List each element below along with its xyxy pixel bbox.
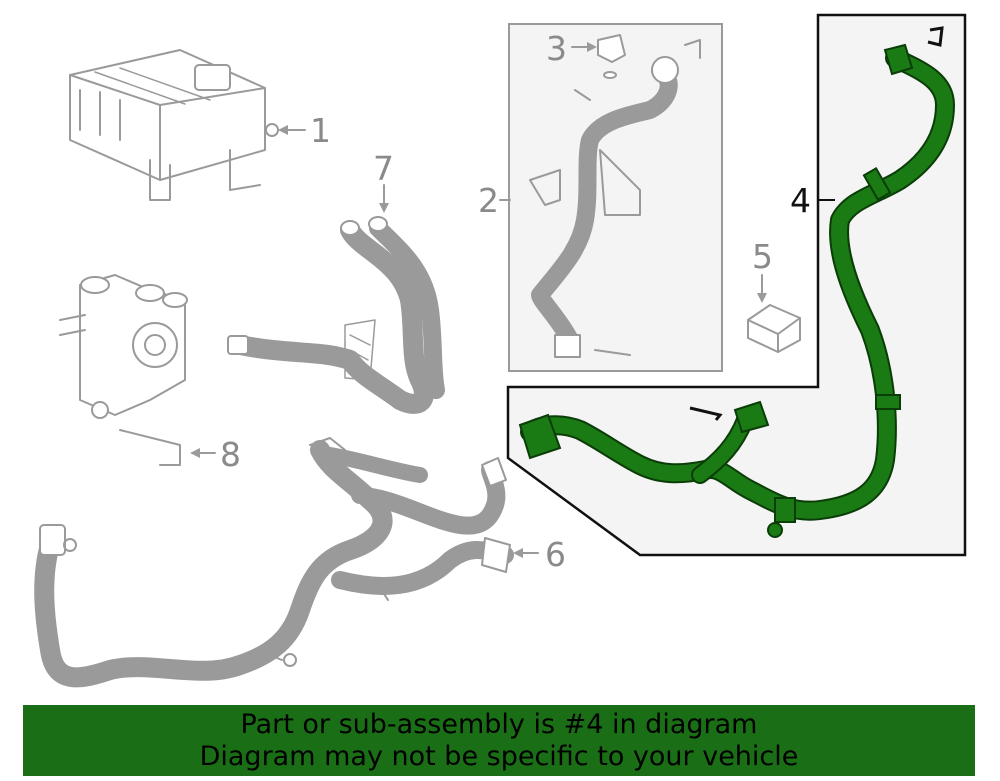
part-6-hose[interactable] (34, 437, 514, 688)
part-4-clip (689, 406, 723, 421)
part-4-grommet (767, 522, 783, 538)
part-3-clip[interactable] (597, 34, 626, 79)
part-4-end-fitting-left (518, 413, 562, 460)
part-5-bracket[interactable] (747, 304, 801, 353)
info-banner: Part or sub-assembly is #4 in diagram Di… (23, 705, 975, 776)
callout-1-arrow (278, 125, 288, 135)
callout-3-arrow (587, 42, 597, 52)
callout-8[interactable]: 8 (220, 435, 241, 474)
callout-5-arrow (757, 293, 767, 303)
callout-2[interactable]: 2 (478, 181, 499, 220)
callout-5[interactable]: 5 (752, 237, 773, 276)
callout-4[interactable]: 4 (790, 181, 811, 220)
part-2-hose[interactable] (529, 39, 701, 358)
part-2-panel (508, 23, 723, 372)
callout-6-arrow (513, 548, 523, 558)
callout-7-arrow (379, 203, 389, 213)
callout-6[interactable]: 6 (545, 535, 566, 574)
callout-7[interactable]: 7 (373, 149, 394, 188)
part-4-clamp (862, 167, 892, 201)
callout-3[interactable]: 3 (546, 29, 567, 68)
callout-1[interactable]: 1 (310, 111, 331, 150)
part-4-clamp (774, 497, 796, 523)
part-4-panel (506, 13, 967, 557)
part-4-end-fitting-branch (733, 400, 770, 434)
part-7-hose[interactable] (227, 216, 445, 414)
part-4-hose[interactable] (518, 26, 955, 538)
part-1-module[interactable] (69, 49, 279, 201)
banner-line-disclaimer: Diagram may not be specific to your vehi… (199, 741, 799, 772)
banner-line-part-number: Part or sub-assembly is #4 in diagram (240, 709, 758, 740)
part-8-valve[interactable] (59, 274, 188, 466)
part-4-end-fitting-top (883, 43, 914, 76)
callout-8-arrow (190, 448, 200, 458)
part-4-clip (927, 26, 944, 47)
part-4-clamp (875, 394, 901, 410)
